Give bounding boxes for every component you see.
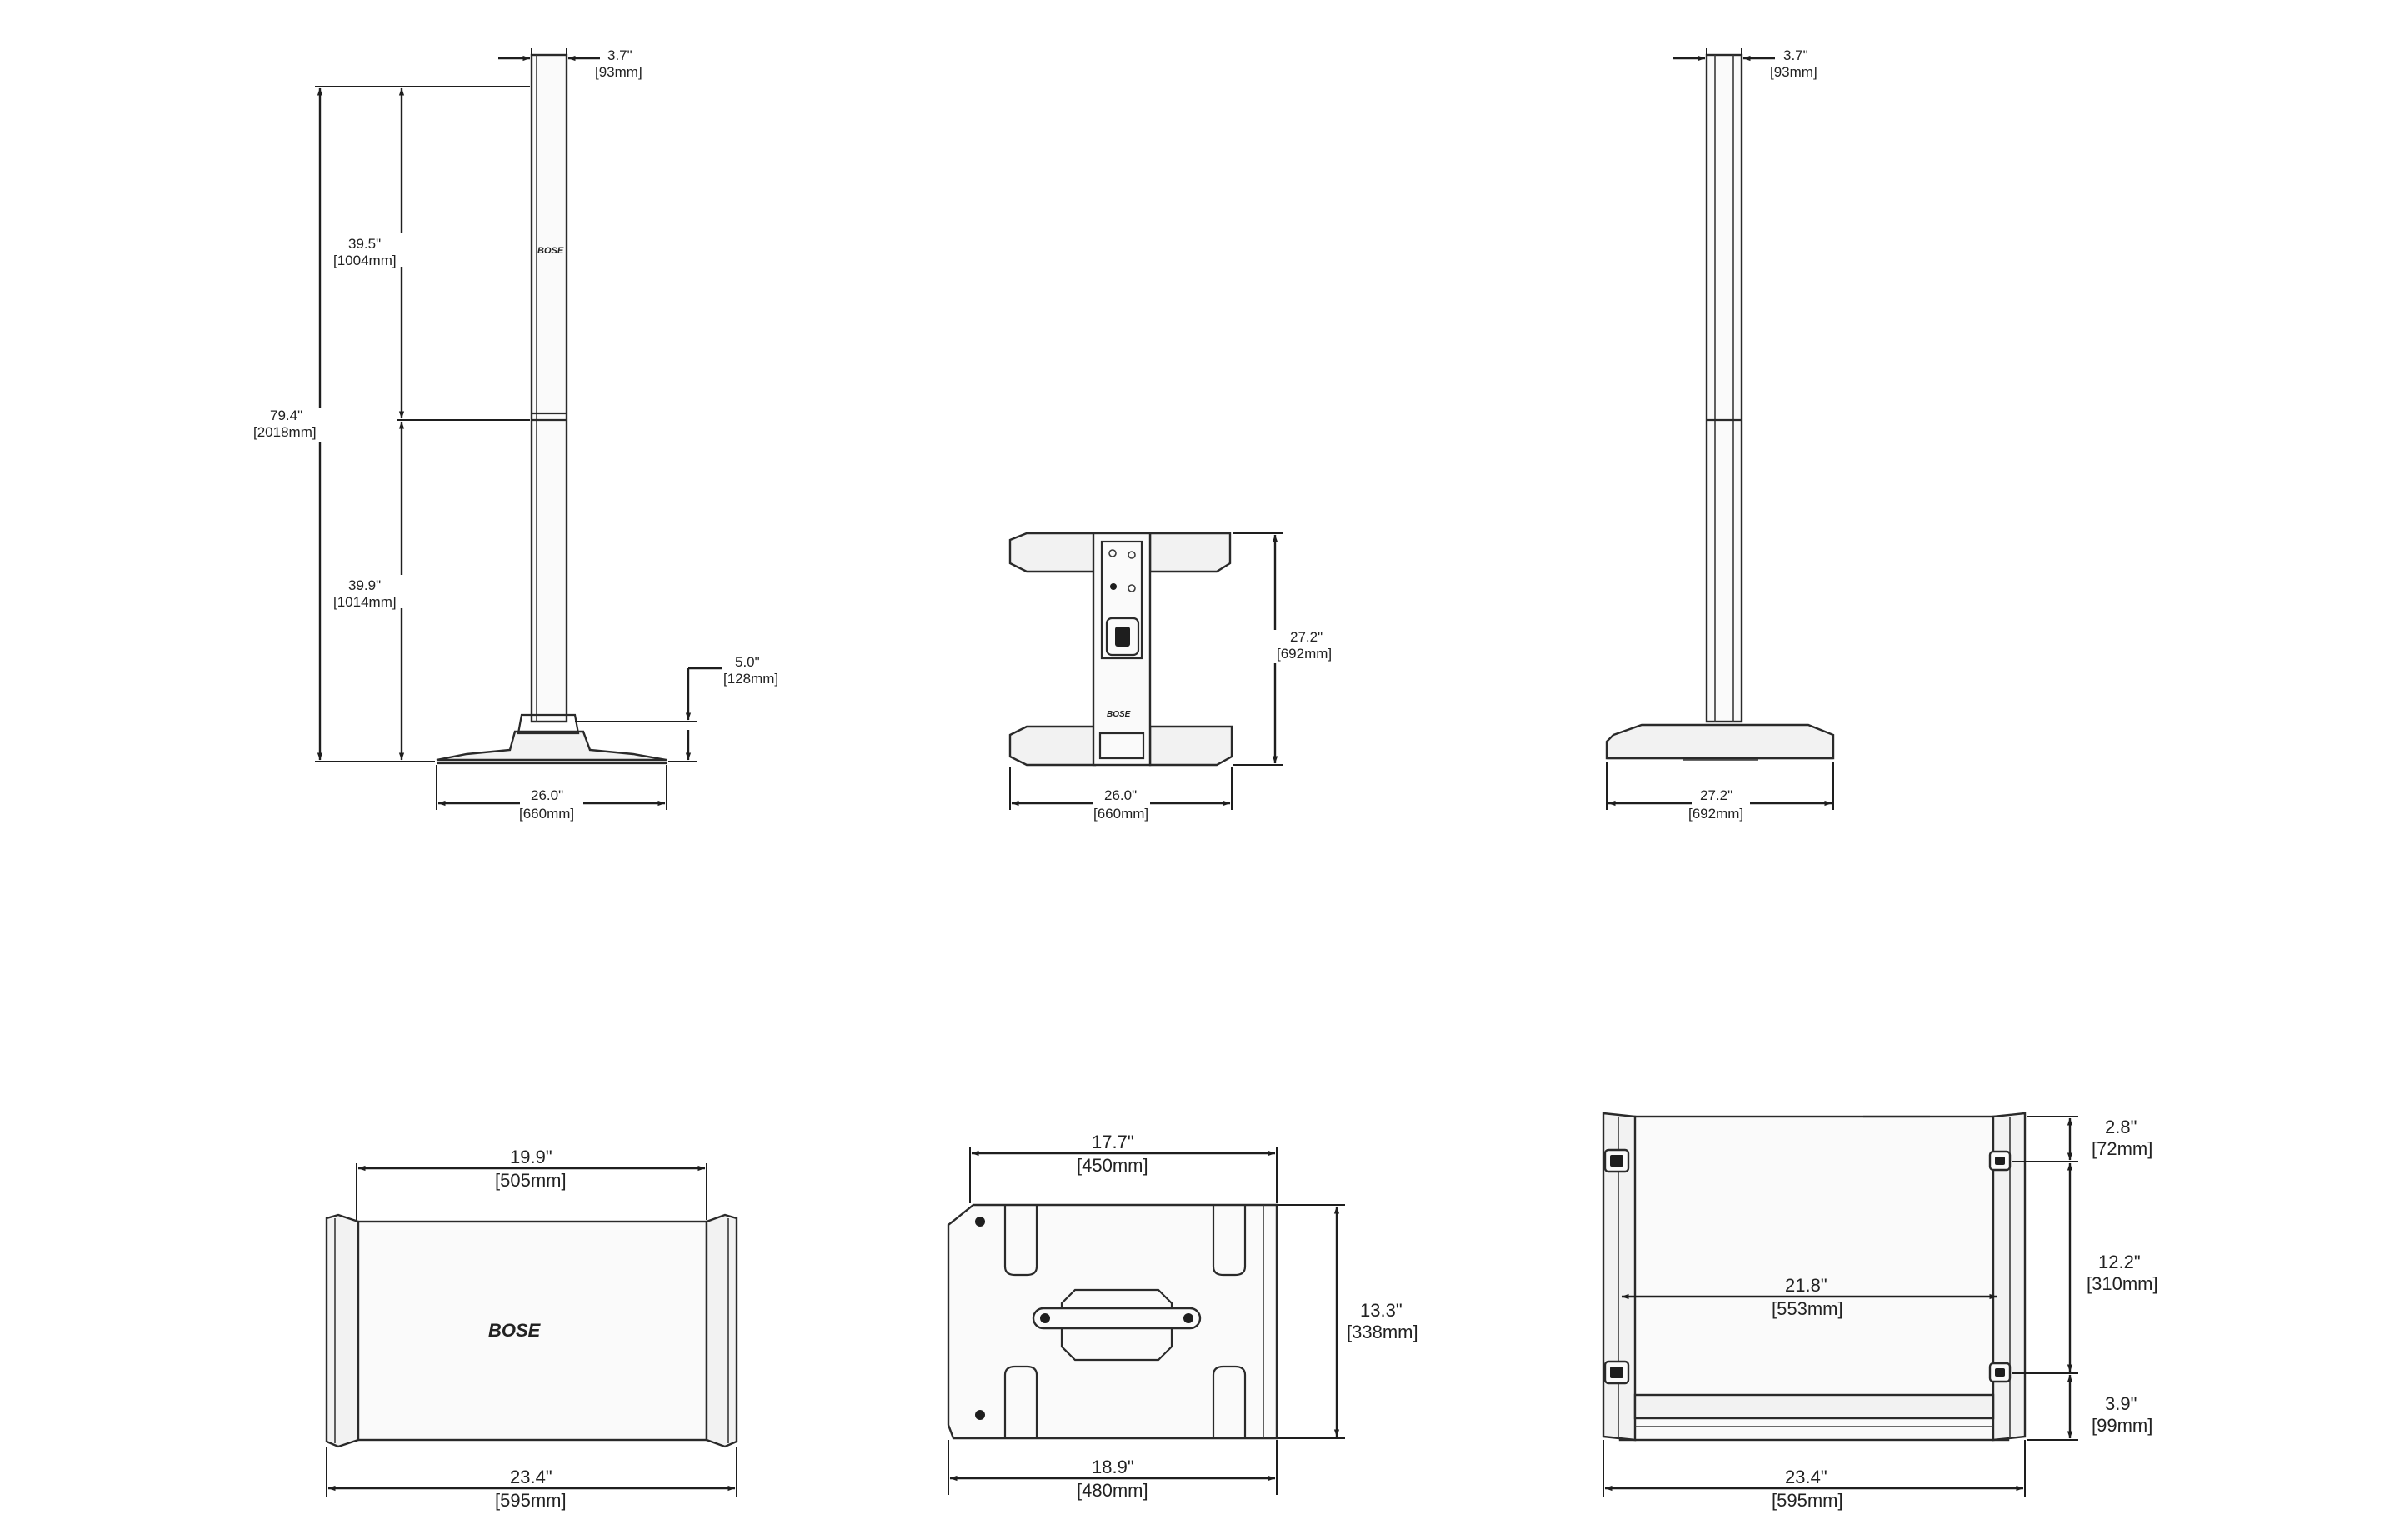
dim-label: [1004mm] [333,252,397,268]
dim-label: 17.7" [1092,1132,1134,1152]
dim-label: [450mm] [1077,1155,1148,1176]
base-body [1605,723,1835,760]
base-leg [1148,725,1233,767]
column-body [530,53,568,723]
dim-label: [480mm] [1077,1480,1148,1501]
control-panel [1100,540,1143,660]
dim-label: [1014mm] [333,594,397,610]
handle-bar [1633,1393,1995,1420]
base-slot [1098,732,1145,760]
dim-label: 26.0" [1104,788,1137,803]
dim-label: [99mm] [2092,1415,2152,1436]
dim-label: [553mm] [1772,1298,1843,1319]
dim-label: 39.9" [348,578,381,593]
dim-label: 21.8" [1785,1275,1828,1296]
end-cap [1602,1112,1637,1442]
socket [1105,617,1140,657]
view-column-side: BOSE 3.7" [93mm] 79.4" [2018mm] 39.5" [1… [253,48,778,822]
view-sub-top: 21.8" [553mm] 23.4" [595mm] 2.8" [72mm] … [1602,1112,2158,1511]
bose-logo-icon: BOSE [488,1320,542,1341]
end-cap [1992,1112,2027,1442]
dim-label: 23.4" [510,1467,552,1488]
dim-label: [310mm] [2087,1273,2158,1294]
dim-label: [93mm] [595,64,642,80]
dim-label: 79.4" [270,408,302,423]
base-leg [1008,725,1097,767]
view-sub-front: BOSE 19.9" [505mm] 23.4" [595mm] [325,1147,738,1511]
sub-front-body [355,1220,708,1442]
dim-label: [72mm] [2092,1138,2152,1159]
handle-icon [1032,1307,1202,1330]
dim-label: [595mm] [495,1490,567,1511]
sub-top-body [1618,1115,2010,1442]
base-body [436,730,668,762]
dim-label: 23.4" [1785,1467,1828,1488]
dim-label: 2.8" [2105,1117,2137,1138]
view-base-top: BOSE 27.2" [692mm] 26.0" [660mm] [1008,532,1332,822]
dim-label: 3.7" [608,48,632,63]
dim-label: 27.2" [1290,629,1322,645]
dim-label: 39.5" [348,236,381,252]
base-spine [1092,532,1152,767]
dim-label: [692mm] [1277,646,1332,662]
dim-label: 12.2" [2098,1252,2141,1272]
dim-label: [93mm] [1770,64,1818,80]
dim-label: 27.2" [1700,788,1732,803]
dim-label: 3.9" [2105,1393,2137,1414]
bose-logo-icon: BOSE [538,246,564,256]
dim-label: 13.3" [1360,1300,1402,1321]
dim-label: [128mm] [723,671,778,687]
dim-label: 26.0" [531,788,563,803]
dim-label: [338mm] [1347,1322,1418,1342]
view-sub-side: 17.7" [450mm] 13.3" [338mm] 18.9" [480mm… [947,1132,1418,1501]
dim-label: [505mm] [495,1170,567,1191]
dim-label: [660mm] [1093,806,1148,822]
dim-label: [595mm] [1772,1490,1843,1511]
dim-label: [660mm] [519,806,574,822]
dim-label: 5.0" [735,654,760,670]
dim-label: [692mm] [1688,806,1743,822]
dim-label: [2018mm] [253,424,317,440]
end-cap [325,1213,360,1448]
base-leg [1008,532,1097,573]
dim-label: 19.9" [510,1147,552,1168]
column-body [1705,53,1743,723]
base-leg [1148,532,1232,573]
bose-logo-icon: BOSE [1107,710,1131,719]
dim-label: 18.9" [1092,1457,1134,1478]
end-cap [705,1213,738,1448]
view-column-front: 3.7" [93mm] 27.2" [692mm] [1605,48,1835,822]
dim-label: 3.7" [1783,48,1808,63]
